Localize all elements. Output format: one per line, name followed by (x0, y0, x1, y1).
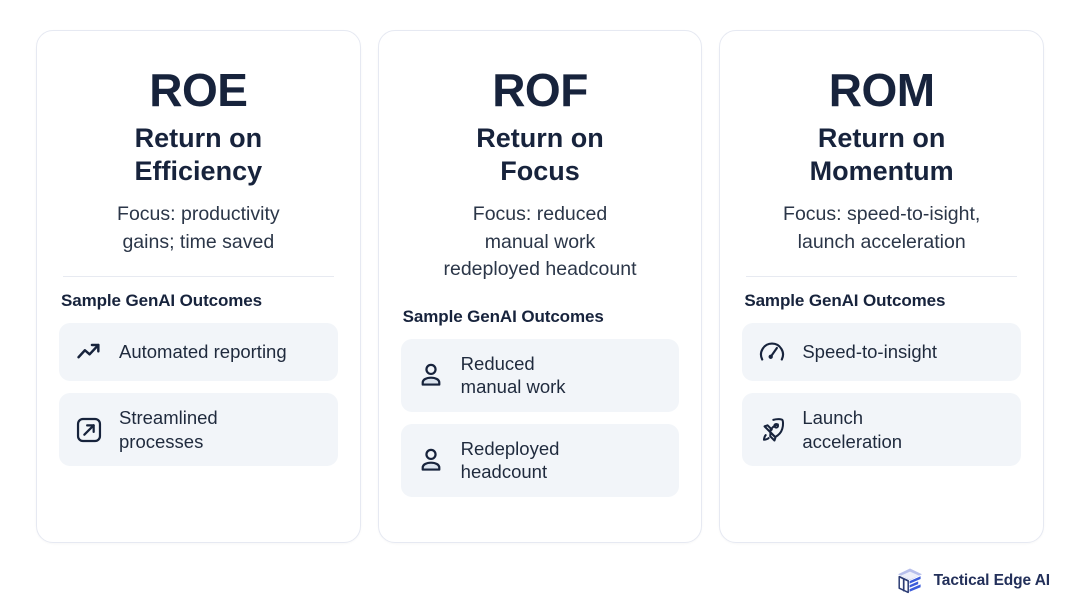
card-acronym: ROF (492, 64, 588, 116)
card-focus-text: Focus: reduced manual work redeployed he… (443, 202, 637, 281)
outcomes-heading: Sample GenAI Outcomes (744, 291, 946, 311)
trending-up-icon (73, 336, 105, 368)
outcome-chip-list: Reduced manual work Redeployed headcount (400, 338, 680, 497)
outcome-chip-list: Automated reporting Streamlined processe… (59, 323, 338, 467)
metric-cards-row: ROE Return on Efficiency Focus: producti… (36, 30, 1045, 543)
card-focus-text: Focus: productivity gains; time saved (117, 202, 280, 253)
outcomes-heading: Sample GenAI Outcomes (61, 291, 263, 311)
brand-footer: Tactical Edge AI (895, 566, 1050, 596)
outcomes-heading: Sample GenAI Outcomes (402, 306, 604, 326)
metric-card-rom: ROM Return on Momentum Focus: speed-to-i… (719, 30, 1045, 543)
outcome-chip-label: Speed-to-insight (802, 341, 938, 363)
card-acronym: ROM (828, 64, 935, 116)
tactical-edge-cube-icon (895, 566, 925, 596)
outcome-chip-label: Streamlined processes (119, 407, 218, 452)
metric-card-rof: ROF Return on Focus Focus: reduced manua… (377, 30, 703, 543)
outcome-chip[interactable]: Redeployed headcount (400, 423, 680, 497)
rocket-icon (756, 414, 788, 446)
outcome-chip-list: Speed-to-insight Launch acceleration (742, 323, 1022, 467)
user-icon (415, 359, 447, 391)
outcome-chip[interactable]: Speed-to-insight (742, 323, 1022, 382)
outcome-chip-label: Reduced manual work (460, 352, 566, 398)
outcome-chip[interactable]: Streamlined processes (59, 393, 338, 467)
card-title: Return on Momentum (809, 122, 954, 187)
outcome-chip-label: Automated reporting (119, 341, 287, 363)
card-title: Return on Efficiency (134, 122, 263, 187)
card-title: Return on Focus (476, 122, 604, 187)
card-acronym: ROE (149, 64, 248, 116)
expand-diagonal-icon (73, 414, 105, 446)
outcome-chip-label: Redeployed headcount (460, 437, 560, 483)
outcome-chip[interactable]: Launch acceleration (742, 393, 1022, 467)
card-divider (746, 276, 1018, 278)
outcome-chip[interactable]: Automated reporting (59, 323, 338, 382)
gauge-icon (756, 336, 788, 368)
user-icon (415, 444, 447, 476)
outcome-chip-label: Launch acceleration (802, 407, 903, 452)
card-divider (63, 276, 334, 278)
brand-name: Tactical Edge AI (933, 572, 1051, 589)
card-focus-text: Focus: speed-to-isight, launch accelerat… (783, 202, 981, 253)
metric-card-roe: ROE Return on Efficiency Focus: producti… (36, 30, 361, 543)
outcome-chip[interactable]: Reduced manual work (400, 338, 680, 412)
